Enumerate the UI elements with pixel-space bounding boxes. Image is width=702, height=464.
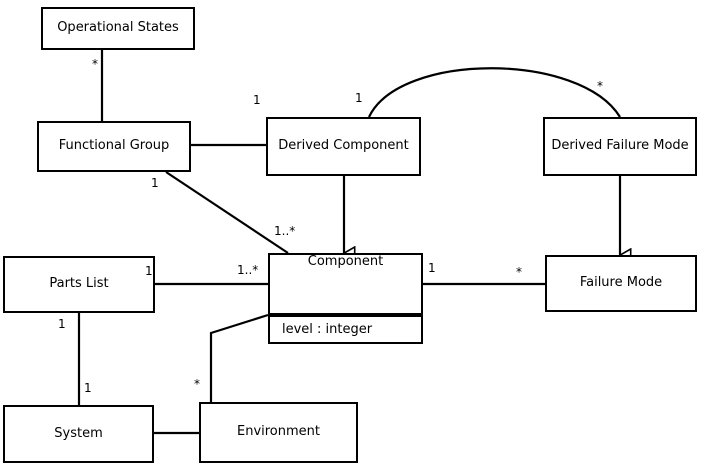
multiplicity-mult-environment-comp: * <box>194 377 200 391</box>
class-name-system: System <box>54 425 103 441</box>
class-box-system[interactable]: System <box>3 405 154 463</box>
multiplicity-mult-dc-dfm-right: * <box>597 79 603 93</box>
multiplicity-mult-op-states-fg: * <box>92 57 98 71</box>
class-box-functional-group[interactable]: Functional Group <box>37 121 191 172</box>
class-box-component[interactable]: Component <box>268 253 423 315</box>
class-name-component: Component <box>307 254 384 269</box>
multiplicity-mult-fg-component-far: 1..* <box>274 224 296 238</box>
class-box-environment[interactable]: Environment <box>199 402 358 463</box>
multiplicity-mult-parts-list-end: 1 <box>145 264 153 278</box>
class-box-parts-list[interactable]: Parts List <box>3 256 155 313</box>
attribute-compartment-component: level : integer <box>268 315 423 344</box>
class-name-failure-mode: Failure Mode <box>579 275 663 291</box>
class-name-functional-group: Functional Group <box>58 138 170 154</box>
connection-derived-component-derived-failure-mode <box>368 67 621 118</box>
multiplicity-mult-dc-dfm-left: 1 <box>355 91 363 105</box>
class-name-operational-states: Operational States <box>57 20 179 36</box>
class-box-operational-states[interactable]: Operational States <box>41 7 195 50</box>
connection-environment-component <box>209 313 269 402</box>
class-box-derived-failure-mode[interactable]: Derived Failure Mode <box>543 117 697 176</box>
class-name-parts-list: Parts List <box>49 276 109 292</box>
class-name-environment: Environment <box>236 424 320 440</box>
connection-functional-group-component <box>165 171 289 254</box>
multiplicity-mult-component-parts-end: 1..* <box>237 263 259 277</box>
class-name-derived-failure-mode: Derived Failure Mode <box>551 138 689 154</box>
class-name-derived-component: Derived Component <box>278 138 409 154</box>
multiplicity-mult-parts-list-system: 1 <box>58 317 66 331</box>
multiplicity-mult-fm-component: * <box>516 265 522 279</box>
multiplicity-mult-fg-dc: 1 <box>253 93 261 107</box>
class-box-failure-mode[interactable]: Failure Mode <box>545 255 697 312</box>
multiplicity-mult-system-parts-list: 1 <box>84 381 92 395</box>
class-box-derived-component[interactable]: Derived Component <box>266 117 421 176</box>
multiplicity-mult-component-fm: 1 <box>428 261 436 275</box>
multiplicity-mult-fg-component: 1 <box>151 176 159 190</box>
